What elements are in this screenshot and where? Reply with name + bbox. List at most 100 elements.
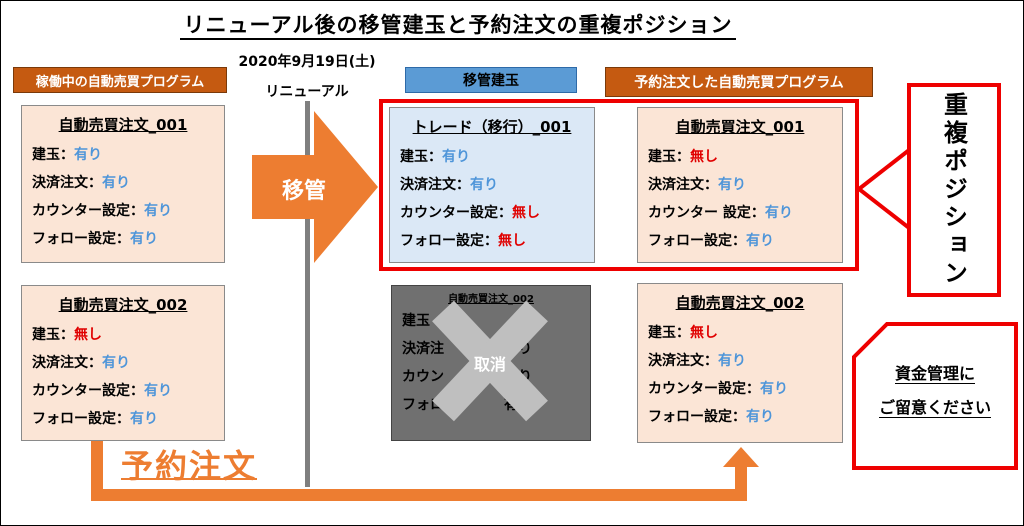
row-key: 建玉： [648, 325, 690, 341]
cancel-label: 取消 [473, 355, 506, 374]
row-key: フォロー設定： [648, 409, 746, 425]
card-title: 自動売買注文_002 [675, 294, 805, 312]
row-key: カウンター設定： [400, 205, 512, 221]
card-title: 自動売買注文_002 [448, 294, 534, 305]
card-row: フォロー設定：無し [400, 227, 584, 255]
row-value: 有り [718, 353, 746, 369]
row-value: 有り [470, 177, 498, 193]
card-row: フォロー設定：有り [32, 405, 214, 433]
row-key: カウンター設定： [648, 381, 760, 397]
transfer-arrow-label: 移管 [281, 179, 326, 204]
diagram-title-text: リニューアル後の移管建玉と予約注文の重複ポジション [179, 13, 737, 40]
card-row: カウンター 設定：有り [648, 199, 832, 227]
row-key: 建玉： [648, 149, 690, 165]
overlap-position-callout: 重複ポジション [907, 83, 1001, 297]
row-key: 建玉： [400, 149, 442, 165]
row-value: 有り [144, 203, 172, 219]
caution-line-2: ご留意ください [878, 398, 991, 418]
card-title: 自動売買注文_002 [58, 296, 188, 314]
row-key: カウンター設定： [32, 203, 144, 219]
row-value: 無し [74, 327, 102, 343]
card-title: 自動売買注文_001 [58, 116, 188, 134]
card-row: フォロー設定：有り [648, 403, 832, 431]
card-rows: 建玉：有り決済注文：有りカウンター設定：無しフォロー設定：無し [400, 143, 584, 255]
row-value: 有り [130, 231, 158, 247]
card-row: 建玉 [402, 307, 580, 335]
row-value: 有り [102, 175, 130, 191]
card-running-001: 自動売買注文_001 建玉：有り決済注文：有りカウンター設定：有りフォロー設定：… [21, 105, 225, 263]
card-row: 建玉：有り [32, 141, 214, 169]
row-value: 有り [718, 177, 746, 193]
row-value: 有り [130, 411, 158, 427]
card-row: 決済注文：有り [648, 347, 832, 375]
card-title: 自動売買注文_001 [675, 118, 805, 136]
renewal-date: 2020年9月19日(土) [238, 54, 376, 70]
row-key: 決済注文： [32, 175, 102, 191]
card-row: フォロー設定：有り [648, 227, 832, 255]
row-value: 有り [764, 205, 793, 221]
overlap-highlight-frame [379, 99, 859, 271]
row-value: 有り [102, 355, 130, 371]
header-reserved-program: 予約注文した自動売買プログラム [605, 67, 873, 97]
card-row: カウンター設定：無し [400, 199, 584, 227]
row-value: 有り [746, 409, 774, 425]
card-running-002: 自動売買注文_002 建玉：無し決済注文：有りカウンター設定：有りフォロー設定：… [21, 285, 225, 441]
row-value: 有り [442, 149, 470, 165]
reserve-order-label: 予約注文 [121, 447, 258, 485]
row-key: カウンター設定： [32, 383, 144, 399]
renewal-timeline-bar [305, 101, 310, 487]
row-value: 無し [690, 149, 718, 165]
card-transferred-001: トレード（移行）_001 建玉：有り決済注文：有りカウンター設定：無しフォロー設… [389, 107, 595, 263]
card-row: 決済注文：有り [648, 171, 832, 199]
transfer-arrow-icon [252, 111, 378, 263]
card-row: 建玉：無し [648, 143, 832, 171]
row-key: 決済注文： [648, 353, 718, 369]
row-key: フォロー設定： [32, 411, 130, 427]
overlap-position-text: 重複ポジション [939, 92, 968, 288]
card-row: 決済注文：有り [32, 169, 214, 197]
row-key: 建玉： [32, 327, 74, 343]
row-key: 決済注文： [32, 355, 102, 371]
card-row: カウンター設定：有り [32, 377, 214, 405]
caution-line-1: 資金管理に [894, 364, 975, 384]
header-transferred-position: 移管建玉 [405, 67, 577, 93]
row-value: 無し [498, 233, 526, 249]
card-row: カウンター設定：有り [648, 375, 832, 403]
row-key: 決済注文： [400, 177, 470, 193]
row-key: フォロー設定： [32, 231, 130, 247]
card-row: 決済注文：有り [32, 349, 214, 377]
row-value: 有り [760, 381, 788, 397]
card-row: 決済注文：有り [400, 171, 584, 199]
card-reserved-002: 自動売買注文_002 建玉：無し決済注文：有りカウンター設定：有りフォロー設定：… [637, 283, 843, 443]
card-rows: 建玉：無し決済注文：有りカウンター 設定：有りフォロー設定：有り [648, 143, 832, 255]
caution-message: 資金管理に ご留意ください [857, 357, 1013, 425]
cancel-x-icon [432, 300, 548, 422]
row-key: 建玉 [402, 313, 430, 329]
row-key: フォロー設定： [400, 233, 498, 249]
card-rows: 建玉：有り決済注文：有りカウンター設定：有りフォロー設定：有り [32, 141, 214, 253]
card-rows: 建玉：無し決済注文：有りカウンター設定：有りフォロー設定：有り [648, 319, 832, 431]
card-row: フォロー設定：有り [32, 225, 214, 253]
card-title: トレード（移行）_001 [412, 118, 572, 136]
card-row: 建玉：無し [648, 319, 832, 347]
renewal-label: リニューアル [265, 84, 349, 100]
card-row: 建玉：無し [32, 321, 214, 349]
row-key: カウン [402, 369, 444, 385]
diagram-title: リニューアル後の移管建玉と予約注文の重複ポジション [1, 9, 915, 40]
row-value: 有り [746, 233, 774, 249]
row-value: 無し [512, 205, 540, 221]
caution-callout-shape [852, 322, 1018, 470]
row-value: 有り [74, 147, 102, 163]
card-rows: 建玉：無し決済注文：有りカウンター設定：有りフォロー設定：有り [32, 321, 214, 433]
row-key: カウンター 設定： [648, 205, 765, 221]
card-row: 建玉：有り [400, 143, 584, 171]
row-key: 建玉： [32, 147, 74, 163]
row-key: 決済注文： [648, 177, 718, 193]
header-running-program: 稼働中の自動売買プログラム [13, 67, 227, 93]
row-value: 無し [690, 325, 718, 341]
row-key: フォロー設定： [648, 233, 746, 249]
row-key: 決済注 [402, 341, 444, 357]
card-reserved-001: 自動売買注文_001 建玉：無し決済注文：有りカウンター 設定：有りフォロー設定… [637, 107, 843, 263]
card-row: カウンター設定：有り [32, 197, 214, 225]
